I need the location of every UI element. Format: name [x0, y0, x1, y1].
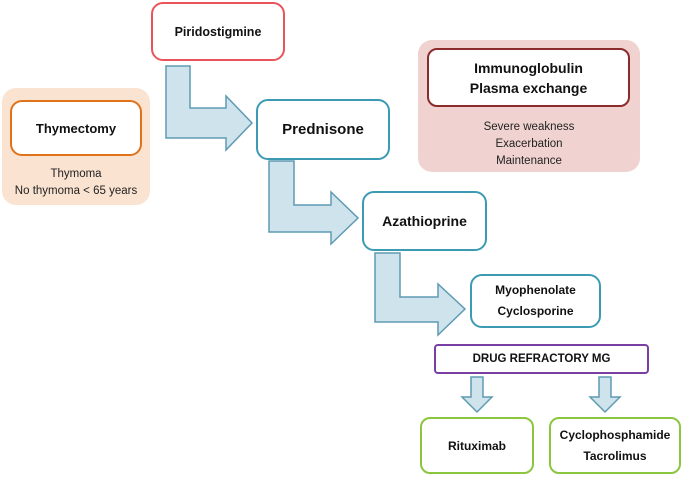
arrow-azathioprine-to-myophenolate — [374, 252, 467, 337]
immunoglobulin-note-exacerbation: Exacerbation — [495, 138, 563, 150]
cyclophosphamide-label: Cyclophosphamide — [559, 427, 671, 442]
rituximab-box: Rituximab — [420, 417, 534, 474]
immunoglobulin-label: Immunoglobulin — [474, 59, 583, 76]
cyclosporine-label: Cyclosporine — [497, 304, 574, 318]
cyclophosphamide-box: Cyclophosphamide Tacrolimus — [549, 417, 681, 474]
arrow-refractory-to-rituximab — [460, 376, 494, 414]
azathioprine-label: Azathioprine — [382, 213, 467, 229]
prednisone-label: Prednisone — [282, 121, 364, 138]
tacrolimus-label: Tacrolimus — [583, 448, 647, 463]
myophenolate-box: Myophenolate Cyclosporine — [470, 274, 601, 328]
thymectomy-note-thymoma: Thymoma — [50, 168, 102, 180]
drug-refractory-label: DRUG REFRACTORY MG — [472, 353, 611, 365]
drug-refractory-box: DRUG REFRACTORY MG — [434, 344, 649, 374]
thymectomy-box: Thymectomy — [10, 100, 142, 156]
immunoglobulin-note-severe: Severe weakness — [483, 121, 575, 133]
immunoglobulin-note-maintenance: Maintenance — [496, 155, 562, 167]
arrow-refractory-to-cyclophosphamide — [588, 376, 622, 414]
thymectomy-note-no-thymoma: No thymoma < 65 years — [14, 185, 138, 197]
azathioprine-box: Azathioprine — [362, 191, 487, 251]
arrow-piridostigmine-to-prednisone — [165, 65, 254, 152]
thymectomy-notes: Thymoma No thymoma < 65 years — [2, 166, 150, 200]
piridostigmine-label: Piridostigmine — [174, 24, 262, 39]
immunoglobulin-notes: Severe weakness Exacerbation Maintenance — [418, 119, 640, 170]
myophenolate-label: Myophenolate — [495, 283, 576, 297]
immunoglobulin-box: Immunoglobulin Plasma exchange — [427, 48, 630, 107]
rituximab-label: Rituximab — [447, 438, 506, 453]
arrow-prednisone-to-azathioprine — [268, 160, 360, 246]
piridostigmine-box: Piridostigmine — [151, 2, 285, 61]
prednisone-box: Prednisone — [256, 99, 390, 160]
plasma-exchange-label: Plasma exchange — [469, 79, 588, 96]
thymectomy-label: Thymectomy — [35, 120, 117, 136]
